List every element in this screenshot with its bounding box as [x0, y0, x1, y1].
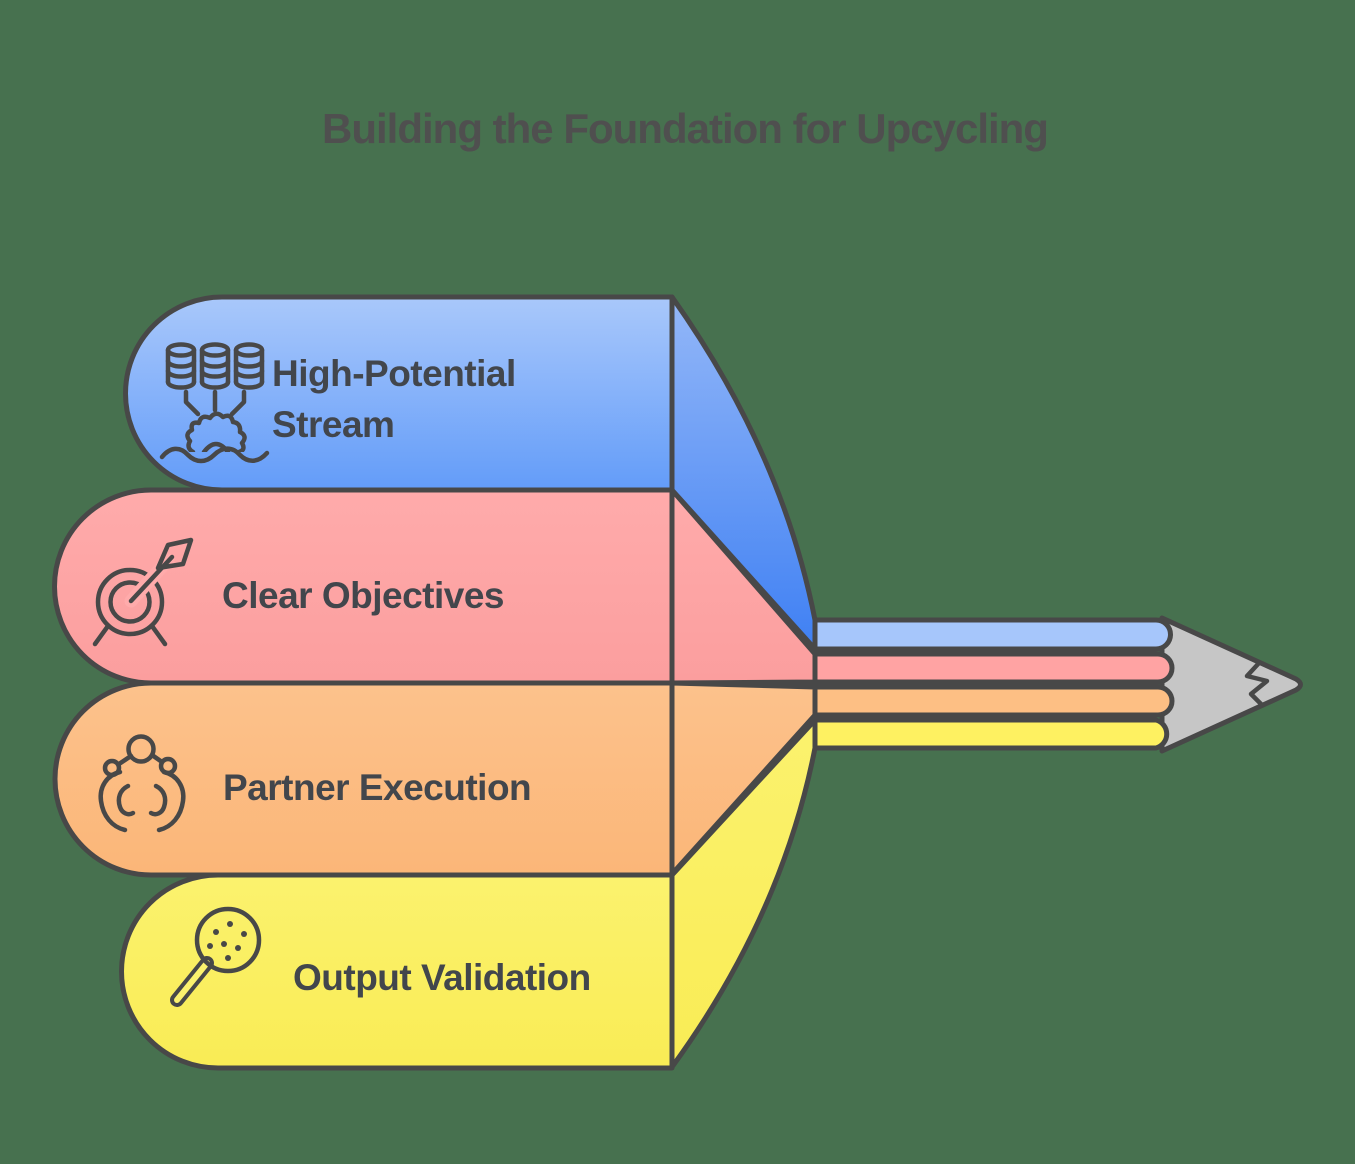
hands-molecule-icon [98, 734, 186, 833]
molecule-node-large [126, 734, 156, 764]
target-outer-ring [95, 567, 165, 637]
pencil-stripe-pink [812, 651, 1175, 685]
hand-left [98, 769, 136, 833]
flow-line-left [183, 389, 201, 417]
label-line: Partner Execution [223, 767, 531, 808]
label-line: Output Validation [293, 957, 591, 998]
label-high-potential-stream: High-Potential Stream [272, 353, 526, 445]
target-dart-icon [92, 537, 194, 647]
water-wave-line [159, 446, 270, 464]
pencil-stripe-yellow [812, 717, 1170, 751]
hand-right [148, 769, 186, 833]
dart-shaft [128, 554, 175, 604]
magnifier-lens [194, 906, 262, 974]
banner-labels: High-Potential Stream Clear Objectives P… [222, 353, 591, 998]
pencil-body [812, 617, 1175, 751]
fold-output-validation [669, 717, 818, 1070]
banner-output-validation [119, 872, 675, 1071]
banners [52, 294, 675, 1071]
pencil-stripe-orange [812, 684, 1175, 718]
pencil-stripe-blue [812, 617, 1173, 652]
magnifier-particles-icon [170, 906, 262, 1007]
flow-line-right [229, 389, 247, 417]
page-title: Building the Foundation for Upcycling [322, 105, 1048, 152]
pencil-tip-crack [1244, 660, 1270, 708]
magnifier-handle-fill [174, 960, 210, 1003]
banner-clear-objectives [52, 487, 675, 686]
lens-particles [207, 921, 247, 961]
label-output-validation: Output Validation [293, 957, 591, 998]
molecule-bonds [116, 752, 165, 767]
label-line: Stream [272, 404, 394, 445]
ribbon-folds [669, 294, 818, 1070]
database-cylinders [165, 342, 265, 390]
banner-high-potential-stream [123, 294, 675, 493]
target-inner-ring [108, 580, 152, 624]
label-clear-objectives: Clear Objectives [222, 575, 504, 616]
banner-partner-execution [52, 680, 675, 878]
target-stand-legs [92, 623, 168, 647]
label-line: Clear Objectives [222, 575, 504, 616]
pencil-tip [1159, 615, 1303, 754]
label-partner-execution: Partner Execution [223, 767, 531, 808]
pencil-tip-cone [1159, 615, 1303, 754]
fold-high-potential-stream [669, 294, 818, 652]
database-streams-gear-water-icon [159, 342, 270, 464]
dart-fletching [155, 537, 194, 571]
label-line: High-Potential [272, 353, 516, 394]
